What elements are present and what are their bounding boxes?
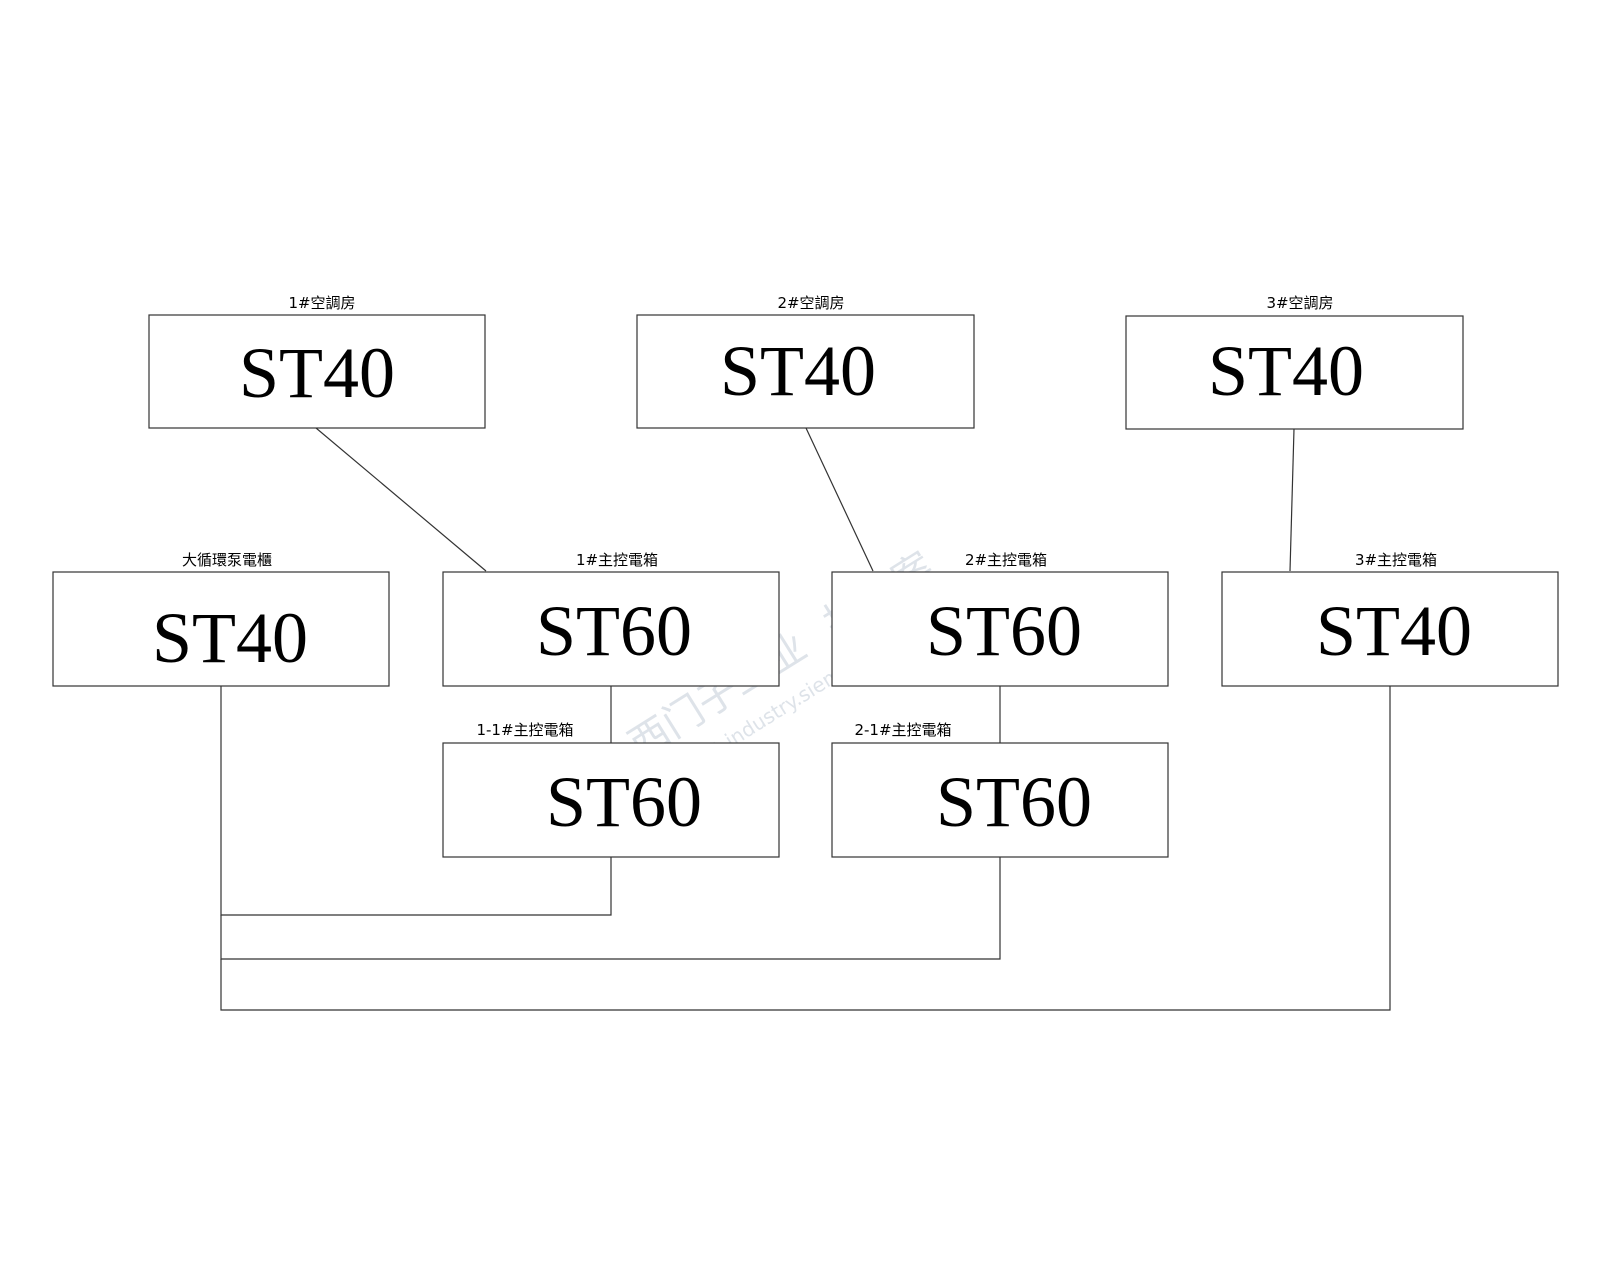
node-main3-box — [1221, 571, 1559, 687]
node-main1-label: 1#主控電箱 — [576, 551, 658, 569]
node-main3-label: 3#主控電箱 — [1355, 551, 1437, 569]
node-ac1-model: ST40 — [239, 333, 395, 413]
link-pump-main2-1 — [220, 857, 1001, 960]
node-main1: 1#主控電箱 ST60 — [442, 551, 780, 687]
node-main2-box — [831, 571, 1169, 687]
node-main2-1-label: 2-1#主控電箱 — [854, 721, 951, 739]
node-main1-1: 1-1#主控電箱 ST60 — [442, 721, 780, 858]
node-ac2-model: ST40 — [720, 331, 876, 411]
link-ac3-main3 — [1289, 428, 1295, 572]
node-ac3-model: ST40 — [1208, 331, 1364, 411]
node-main2: 2#主控電箱 ST60 — [831, 551, 1169, 687]
node-ac1-box — [148, 314, 486, 429]
node-main3: 3#主控電箱 ST40 — [1221, 551, 1559, 687]
node-ac3-label: 3#空調房 — [1266, 294, 1333, 312]
node-main2-1-box — [831, 742, 1169, 858]
node-ac2: 2#空調房 ST40 — [636, 294, 975, 429]
node-main2-label: 2#主控電箱 — [965, 551, 1047, 569]
node-main1-box — [442, 571, 780, 687]
node-main2-1: 2-1#主控電箱 ST60 — [831, 721, 1169, 858]
node-main3-model: ST40 — [1316, 591, 1472, 671]
node-pump: 大循環泵電櫃 ST40 — [52, 551, 390, 687]
node-ac3: 3#空調房 ST40 — [1125, 294, 1464, 430]
link-pump-main1-1 — [220, 686, 612, 916]
node-ac2-label: 2#空調房 — [777, 294, 844, 312]
link-ac2-main2 — [805, 427, 874, 572]
node-main1-model: ST60 — [536, 591, 692, 671]
node-ac1-label: 1#空調房 — [288, 294, 355, 312]
node-main1-1-label: 1-1#主控電箱 — [476, 721, 573, 739]
node-pump-box — [52, 571, 390, 687]
node-main1-1-model: ST60 — [546, 762, 702, 842]
node-ac1: 1#空調房 ST40 — [148, 294, 486, 429]
node-main2-model: ST60 — [926, 591, 1082, 671]
connections — [220, 427, 1391, 1011]
link-ac1-main1 — [315, 427, 487, 572]
node-ac3-box — [1125, 315, 1464, 430]
node-pump-model: ST40 — [152, 598, 308, 678]
node-pump-label: 大循環泵電櫃 — [182, 551, 272, 569]
node-main1-1-box — [442, 742, 780, 858]
node-main2-1-model: ST60 — [936, 762, 1092, 842]
link-pump-main3 — [220, 686, 1391, 1011]
node-ac2-box — [636, 314, 975, 429]
